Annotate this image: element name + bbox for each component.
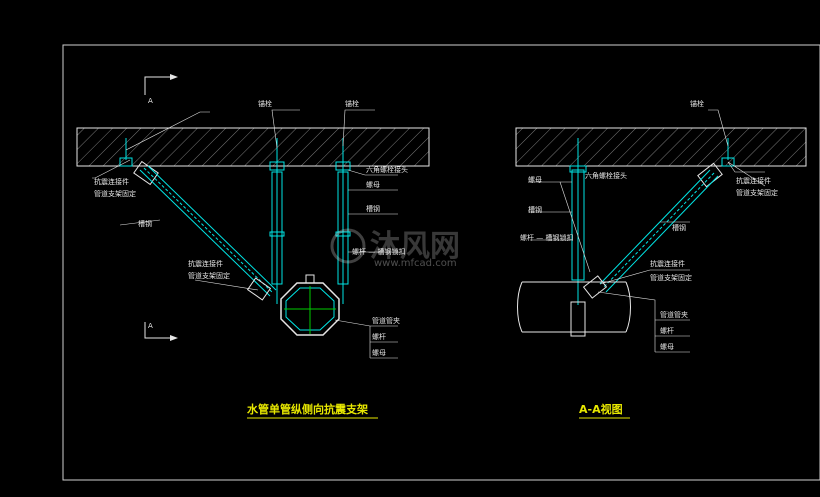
section-view: 锚栓 六角螺栓接头 螺母 槽钢 螺杆 — 槽钢锁扣 抗震连接件 管道支架固定 槽… bbox=[515, 99, 807, 419]
section-mark-bottom: A bbox=[144, 322, 178, 341]
label-bottom-conn-1: 抗震连接件 bbox=[188, 259, 223, 268]
section-label-bot-conn-1: 抗震连接件 bbox=[650, 259, 685, 268]
drawing-frame bbox=[62, 44, 820, 481]
watermark-text-cn: 沐风网 bbox=[370, 229, 460, 264]
label-anchor-1: 锚栓 bbox=[258, 99, 272, 108]
label-spring-nut: 螺杆 — 槽钢锁扣 bbox=[352, 247, 405, 256]
section-label-diagonal: 槽钢 bbox=[672, 223, 686, 232]
front-ceiling-slab bbox=[76, 127, 430, 167]
label-bottom-conn-2: 管道支架固定 bbox=[188, 271, 230, 280]
section-label-top-conn-2: 管道支架固定 bbox=[736, 188, 778, 197]
label-hex-nut-left: 抗震连接件 bbox=[94, 177, 129, 186]
front-rod-right bbox=[335, 160, 351, 304]
section-ceiling-slab bbox=[515, 127, 807, 167]
front-rod-mid bbox=[269, 160, 285, 304]
label-diagonal-brace: 槽钢 bbox=[138, 219, 152, 228]
label-nut-bottom: 螺母 bbox=[372, 348, 386, 357]
label-rod-right: 槽钢 bbox=[366, 204, 380, 213]
section-mark-top: A bbox=[144, 74, 178, 105]
section-label-hex-head: 六角螺栓接头 bbox=[585, 171, 627, 180]
front-view: A A bbox=[76, 74, 430, 419]
section-mark-bottom-label: A bbox=[148, 322, 153, 330]
section-diagonal-brace bbox=[599, 169, 719, 293]
section-mark-top-label: A bbox=[148, 97, 153, 105]
section-leaders bbox=[528, 109, 766, 353]
label-pipe-clamp: 管道管夹 bbox=[372, 316, 400, 325]
section-label-nut: 螺母 bbox=[528, 175, 542, 184]
front-diagonal-brace bbox=[139, 165, 277, 297]
section-label-screw-rod: 螺杆 bbox=[660, 326, 674, 335]
watermark: 沐风网 www.mfcad.com bbox=[330, 228, 460, 269]
section-label-spring-nut: 螺杆 — 槽钢锁扣 bbox=[520, 233, 573, 242]
label-nut-right: 螺母 bbox=[366, 180, 380, 189]
section-pipe bbox=[517, 281, 631, 337]
label-screw-rod: 螺杆 bbox=[372, 332, 386, 341]
watermark-logo-icon bbox=[330, 228, 366, 264]
section-label-nut-bottom: 螺母 bbox=[660, 342, 674, 351]
section-bottom-bracket bbox=[582, 275, 608, 299]
front-pipe bbox=[280, 274, 340, 336]
front-leaders bbox=[92, 109, 398, 359]
section-label-pipe-clamp: 管道管夹 bbox=[660, 310, 688, 319]
watermark-text-en: www.mfcad.com bbox=[374, 258, 457, 269]
label-hex-head-right: 六角螺栓接头 bbox=[366, 165, 408, 174]
section-label-bot-conn-2: 管道支架固定 bbox=[650, 273, 692, 282]
section-label-channel: 槽钢 bbox=[528, 205, 542, 214]
label-hex-nut-left-2: 管道支架固定 bbox=[94, 189, 136, 198]
section-label-anchor: 锚栓 bbox=[690, 99, 704, 108]
section-label-top-conn-1: 抗震连接件 bbox=[736, 176, 771, 185]
front-bottom-bracket bbox=[246, 277, 272, 301]
front-view-title: 水管单管纵侧向抗震支架 bbox=[247, 402, 368, 416]
section-view-title: A-A视图 bbox=[579, 402, 623, 416]
label-anchor-2: 锚栓 bbox=[345, 99, 359, 108]
